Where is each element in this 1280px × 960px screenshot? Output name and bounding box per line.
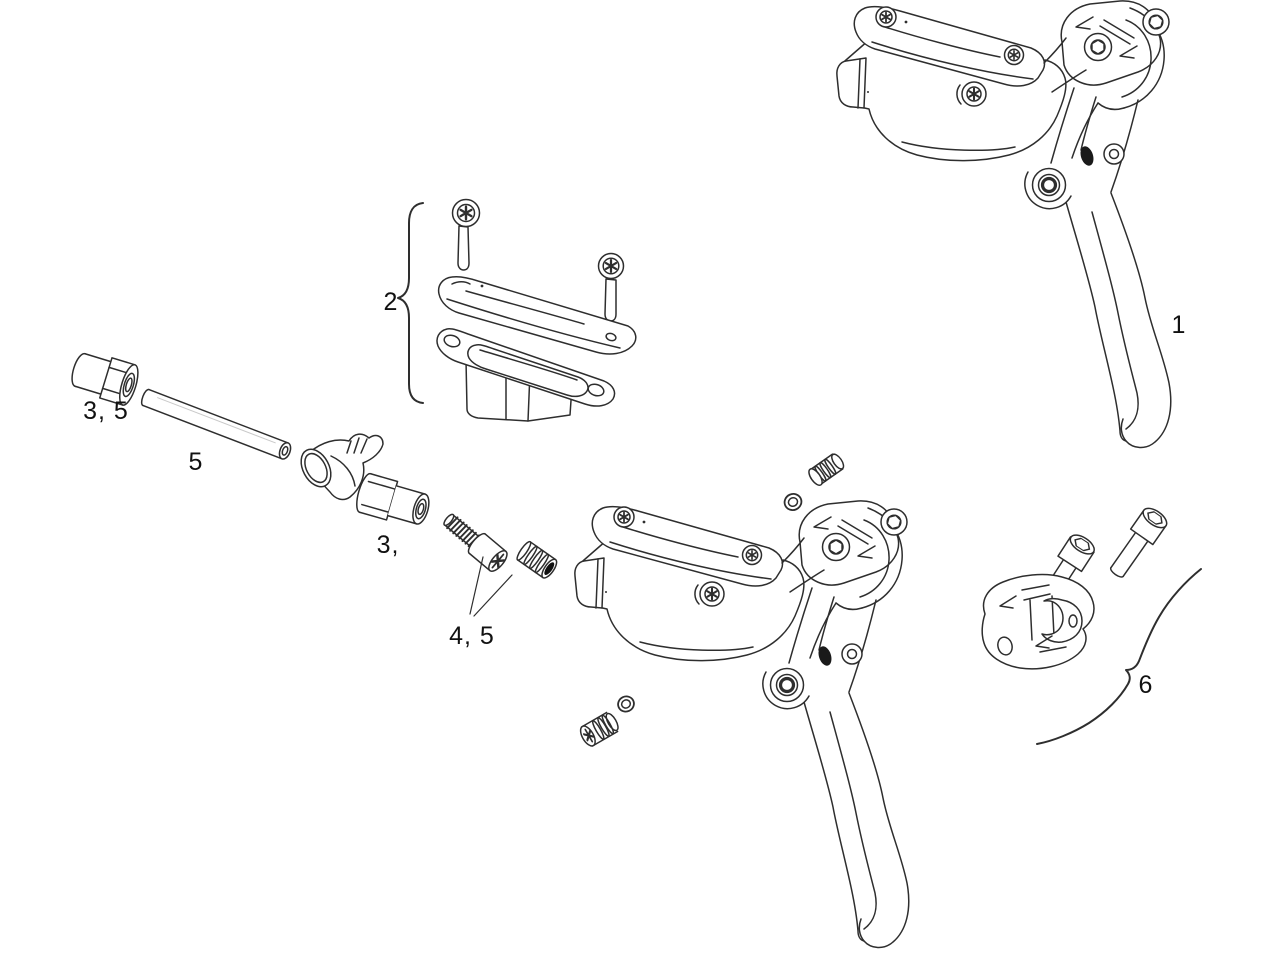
handlebar-clamp: [981, 573, 1095, 670]
reservoir-cover-kit: [397, 198, 637, 422]
callout-3-5: 3, 5: [83, 397, 129, 425]
elbow-rib-lines: [346, 437, 368, 454]
clamp-arrow-mark: [1035, 635, 1053, 649]
thread-lines: [446, 516, 480, 548]
callout-3: 3,: [377, 531, 400, 559]
callout-4-5-leader-lines: [469, 556, 513, 617]
brake-lever-assembly-complete: [837, 1, 1171, 448]
compression-nut-b: [356, 472, 430, 525]
bleed-screw-lower: [579, 711, 619, 747]
group-6-brace: [1036, 568, 1202, 745]
cover-screw-2: [597, 252, 625, 322]
compression-nut-a: [71, 352, 139, 406]
callout-2: 2: [384, 288, 399, 316]
callout-4-5: 4, 5: [449, 622, 495, 650]
o-ring-upper: [783, 493, 803, 511]
callout-5: 5: [189, 448, 204, 476]
compression-screw: [443, 513, 508, 572]
hydraulic-hose: [140, 388, 292, 460]
cover-screw-1: [451, 198, 481, 271]
o-ring-lower: [617, 695, 635, 713]
clamp-arrow-mark: [999, 595, 1017, 609]
brake-lever-assembly-exploded: [575, 501, 909, 948]
hose-guide-elbow: [300, 433, 384, 501]
bleed-screw-upper: [808, 453, 845, 486]
callout-6: 6: [1139, 671, 1154, 699]
callout-1: 1: [1172, 311, 1187, 339]
reservoir-body: [436, 328, 616, 422]
handlebar-clamp-kit: [981, 507, 1202, 745]
barb-bore: [544, 562, 555, 575]
clamp-kit-bolt-2: [1109, 507, 1168, 578]
hose-barb: [516, 540, 558, 579]
group-2-brace: [397, 202, 424, 404]
reservoir-cover-plate: [437, 276, 637, 355]
